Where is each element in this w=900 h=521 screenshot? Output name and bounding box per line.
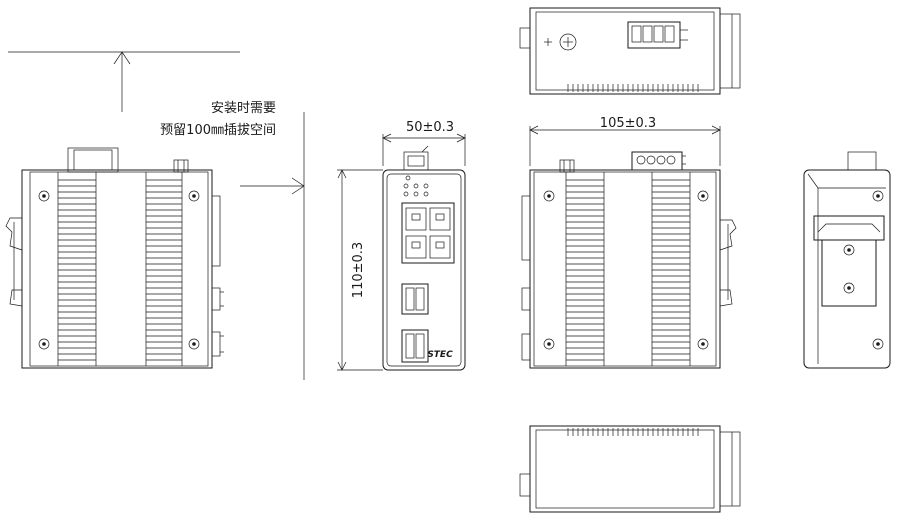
width-dimension-label: 50±0.3 bbox=[406, 120, 454, 135]
front-view: 50±0.3 110±0.3 STEC bbox=[337, 120, 466, 371]
depth-dimension-label: 105±0.3 bbox=[600, 116, 656, 131]
brand-logo: STEC bbox=[427, 350, 453, 360]
clearance-annotation: 安装时需要 预留100㎜插拔空间 bbox=[8, 51, 305, 380]
left-side-view bbox=[5, 147, 224, 369]
center-side-view: 105±0.3 bbox=[521, 116, 737, 369]
clearance-note-line2: 预留100㎜插拔空间 bbox=[160, 123, 276, 138]
height-dimension-label: 110±0.3 bbox=[351, 242, 366, 298]
top-view bbox=[519, 7, 741, 95]
rear-view bbox=[803, 151, 891, 369]
bottom-view bbox=[519, 425, 741, 513]
clearance-note-line1: 安装时需要 bbox=[211, 101, 276, 116]
